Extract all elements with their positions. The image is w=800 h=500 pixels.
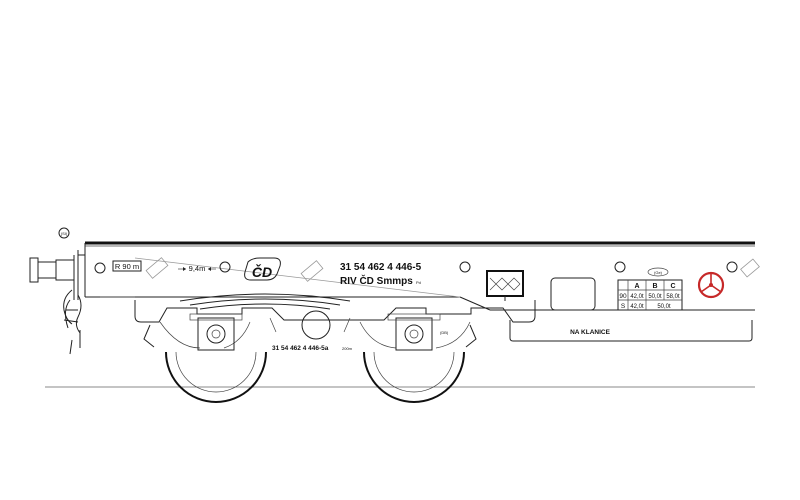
stake-bracket: NA KLANICE <box>509 320 753 342</box>
bogie-suffix: 200m <box>342 346 353 351</box>
label-holder <box>550 277 596 311</box>
load-table: A B C 90 42,0t 50,0t 58,0t S 42,0t 50,0t <box>617 279 683 311</box>
length-label: 9,4m <box>189 264 206 273</box>
bogie-number: 31 54 462 4 446-5a <box>272 345 329 352</box>
load-cell: 42,0t <box>630 304 644 310</box>
wheel-right <box>363 351 465 403</box>
suspension-spring <box>179 293 351 340</box>
load-header-b: B <box>652 283 657 290</box>
curve-radius-label: R 90 m <box>115 262 139 271</box>
load-cell: 50,0t <box>657 304 671 310</box>
radius-mark: R 90 m <box>112 260 142 272</box>
brake-mark: (Ge) <box>654 270 663 275</box>
bogie-mark: (DB) <box>440 330 449 335</box>
stake-pockets <box>94 261 738 274</box>
wheel-left <box>165 351 267 403</box>
wagon-number: 31 54 462 4 446-5 <box>340 262 422 273</box>
brake-rigging <box>143 317 477 348</box>
load-cell: 50,0t <box>648 294 662 300</box>
load-header-a: A <box>634 283 639 290</box>
cd-logo: ČD <box>244 257 281 281</box>
handbrake-wheel <box>697 271 725 299</box>
wagon-type-suffix: Pd <box>416 280 421 285</box>
buffer-mark-icon <box>58 227 70 239</box>
bolster-hole <box>301 310 331 340</box>
coupler-buffer: (SI) <box>29 227 85 355</box>
lashing-label: NA KLANICE <box>570 329 611 336</box>
length-mark: 9,4m <box>178 264 216 273</box>
load-cell: 42,0t <box>630 294 644 300</box>
bogie-frame <box>134 300 536 349</box>
load-speed-90: 90 <box>619 293 627 300</box>
buffer-mark: (SI) <box>61 231 68 236</box>
brake-mark-icon <box>647 267 669 277</box>
logo-text: ČD <box>252 263 272 280</box>
wagon-type: RIV ČD Smmps <box>340 274 413 287</box>
lashing-lugs <box>145 257 760 282</box>
axle-box-left <box>189 313 243 351</box>
underframe <box>84 241 755 311</box>
load-header-c: C <box>670 283 675 290</box>
load-speed-s: S <box>621 303 626 310</box>
load-cell: 58,0t <box>666 294 680 300</box>
placard-grid <box>486 270 524 301</box>
axle-box-right <box>387 313 441 351</box>
